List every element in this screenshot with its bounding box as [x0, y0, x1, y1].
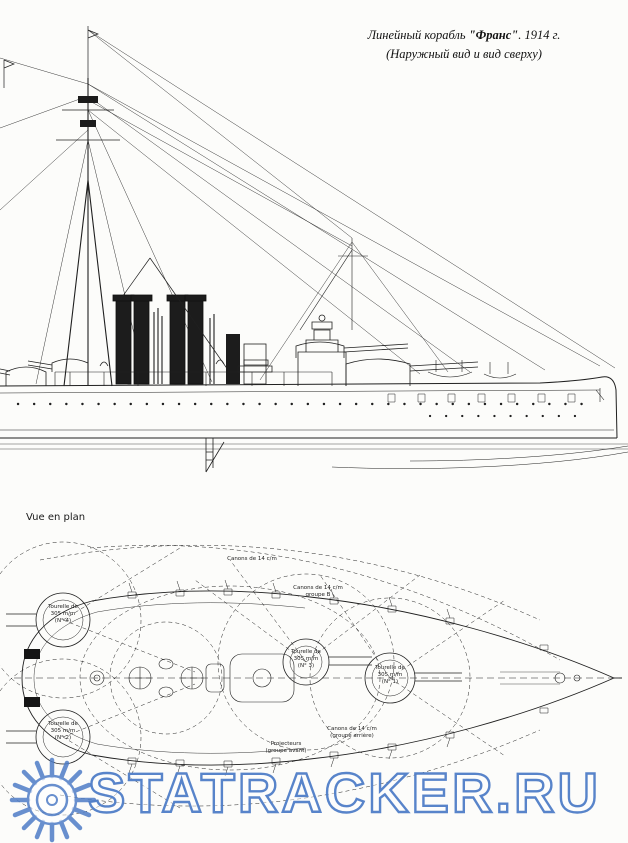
title-ship-name: "Франс" [468, 28, 519, 42]
ships-boats [427, 360, 517, 379]
label-projecteurs: Projecteurs (groupe avant) [265, 741, 307, 755]
label-canons-groupe-b: Canons de 14 c/m groupe B [293, 585, 343, 599]
drawing-title: Линейный корабль "Франс". 1914 г. (Наруж… [330, 26, 598, 65]
hull-plan [21, 590, 622, 766]
plan-structures [24, 644, 581, 714]
boat-crane [119, 257, 236, 381]
title-line2: (Наружный вид и вид сверху) [386, 47, 542, 62]
title-suffix: . 1914 г. [518, 28, 561, 42]
title-prefix: Линейный корабль [367, 28, 469, 42]
fore-mast [299, 238, 368, 331]
rigging-lines [0, 29, 616, 385]
main-turrets-plan [6, 592, 462, 765]
label-canons-arriere: Canons de 14 c/m (groupe arrière) [327, 726, 377, 740]
label-turret-1: Tourelle de 305 m/m (N° 1) [375, 665, 405, 686]
label-canons-top: Canons de 14 c/m [227, 556, 277, 562]
watermark-text: STATRACKER.RU [87, 760, 601, 825]
side-view-drawing [0, 26, 628, 473]
label-turret-3: Tourelle de 305 m/m (N° 3) [291, 649, 321, 670]
deck-pipes [153, 308, 215, 384]
waterline [0, 438, 628, 473]
hull-side [0, 376, 618, 439]
stern-flagpole [3, 59, 15, 88]
title-line1: Линейный корабль "Франс". 1914 г. [330, 26, 598, 45]
bridge-structure [297, 314, 347, 386]
label-turret-2: Tourelle de 305 m/m (N° 2) [48, 721, 78, 742]
main-mast [56, 26, 120, 387]
label-turret-4: Tourelle de 305 m/m (N° 4) [48, 604, 78, 625]
main-gun-turrets [0, 341, 479, 386]
watermark-sun-logo [9, 757, 97, 843]
funnels [112, 294, 207, 385]
casemate-guns [127, 579, 455, 777]
plan-view-caption: Vue en plan [26, 512, 86, 523]
